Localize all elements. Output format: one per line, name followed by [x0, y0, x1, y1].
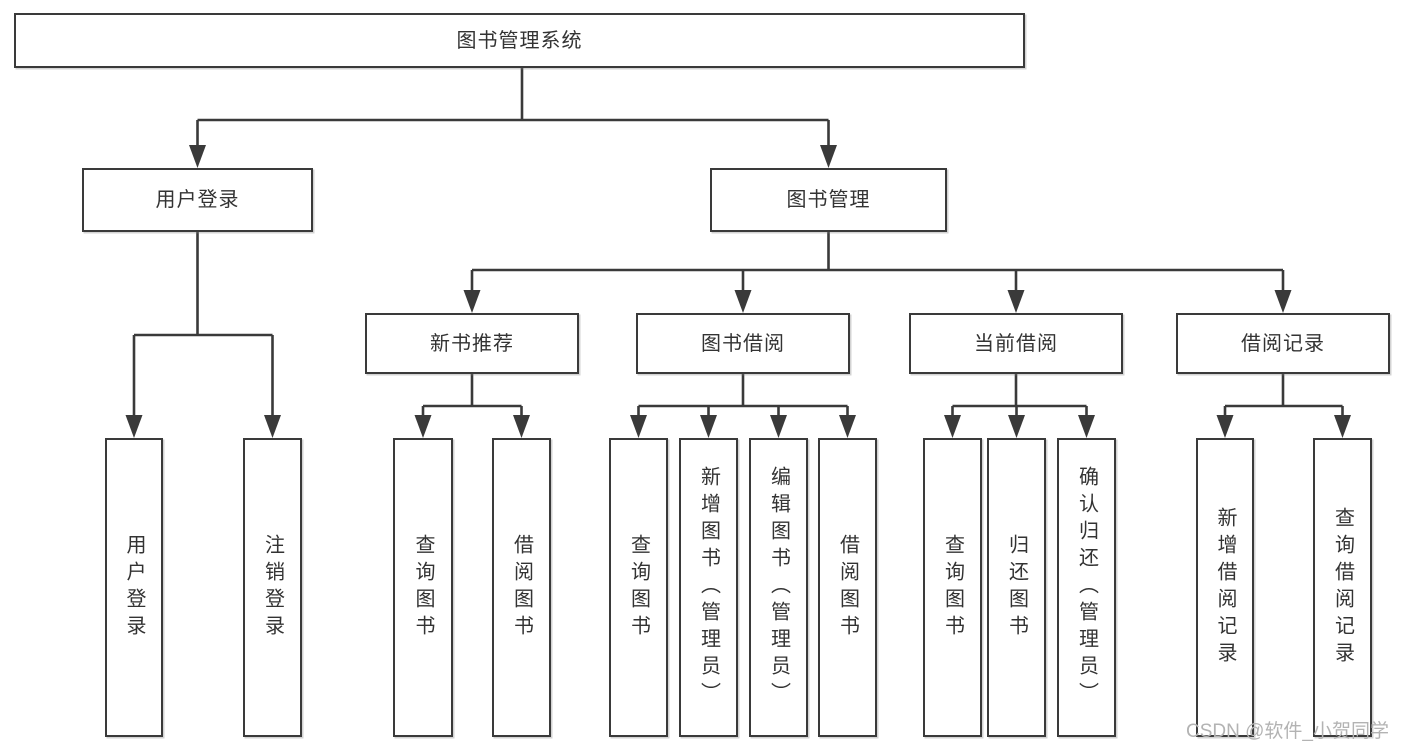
leaf-borrow-add-books-admin: 新增图书（管理员）	[679, 438, 738, 737]
node-new-book-recommend-label: 新书推荐	[430, 332, 514, 355]
node-system-root: 图书管理系统	[14, 13, 1025, 68]
leaf-current-return-books-label: 归还图书	[1005, 533, 1028, 642]
node-current-borrow-label: 当前借阅	[974, 332, 1058, 355]
leaf-records-query-record-label: 查询借阅记录	[1331, 506, 1354, 669]
node-user-login-label: 用户登录	[155, 189, 240, 211]
node-system-root-label: 图书管理系统	[456, 29, 583, 52]
leaf-borrow-edit-books-admin-label: 编辑图书（管理员）	[767, 466, 790, 709]
leaf-records-query-record: 查询借阅记录	[1313, 438, 1372, 737]
arrowhead-icon	[1008, 415, 1025, 438]
leaf-borrow-add-books-admin-label: 新增图书（管理员）	[697, 466, 720, 709]
leaf-logout-label: 注销登录	[261, 533, 284, 642]
arrowhead-icon	[944, 415, 961, 438]
arrowhead-icon	[189, 145, 206, 168]
leaf-records-add-record: 新增借阅记录	[1196, 438, 1254, 737]
connector-login-to-leaves	[132, 232, 274, 416]
arrowhead-icon	[1007, 290, 1025, 313]
leaf-records-add-record-label: 新增借阅记录	[1214, 506, 1236, 669]
node-borrow-records: 借阅记录	[1176, 313, 1390, 374]
arrowhead-icon	[125, 415, 143, 438]
arrowhead-icon	[630, 415, 647, 438]
connector-root-to-level2	[196, 68, 830, 146]
leaf-user-login: 用户登录	[105, 438, 163, 737]
node-borrow-records-label: 借阅记录	[1241, 332, 1325, 355]
connector-borrow-to-leaves	[637, 374, 849, 416]
node-book-borrow-label: 图书借阅	[701, 332, 785, 355]
arrowhead-icon	[513, 415, 530, 438]
leaf-borrow-borrow-books-label: 借阅图书	[836, 533, 859, 642]
leaf-logout: 注销登录	[243, 438, 302, 737]
arrowhead-icon	[463, 290, 481, 313]
arrowhead-icon	[700, 415, 717, 438]
arrowhead-icon	[734, 290, 752, 313]
node-current-borrow: 当前借阅	[909, 313, 1123, 374]
node-user-login: 用户登录	[82, 168, 313, 232]
node-book-management-label: 图书管理	[786, 189, 871, 211]
leaf-current-query-books: 查询图书	[923, 438, 982, 737]
leaf-user-login-label: 用户登录	[123, 533, 145, 642]
leaf-recommend-query-books: 查询图书	[393, 438, 453, 737]
arrowheads	[125, 145, 1351, 438]
csdn-watermark: CSDN @软件_小贺同学	[1186, 721, 1389, 742]
arrowhead-icon	[1078, 415, 1095, 438]
leaf-current-query-books-label: 查询图书	[941, 533, 964, 642]
arrowhead-icon	[1274, 290, 1292, 313]
connector-current-to-leaves	[951, 374, 1088, 416]
leaf-borrow-query-books: 查询图书	[609, 438, 668, 737]
connector-mgmt-to-level3	[470, 232, 1285, 291]
arrowhead-icon	[1216, 415, 1234, 438]
leaf-current-confirm-return-admin: 确认归还（管理员）	[1057, 438, 1116, 737]
leaf-recommend-borrow-books: 借阅图书	[492, 438, 551, 737]
arrowhead-icon	[820, 145, 837, 168]
node-book-borrow: 图书借阅	[636, 313, 850, 374]
arrowhead-icon	[770, 415, 787, 438]
node-new-book-recommend: 新书推荐	[365, 313, 579, 374]
leaf-borrow-borrow-books: 借阅图书	[818, 438, 877, 737]
arrowhead-icon	[839, 415, 856, 438]
leaf-current-return-books: 归还图书	[987, 438, 1046, 737]
connector-records-to-leaves	[1223, 374, 1344, 416]
leaf-borrow-query-books-label: 查询图书	[627, 533, 650, 642]
leaf-recommend-query-books-label: 查询图书	[412, 533, 434, 642]
arrowhead-icon	[1334, 415, 1351, 438]
leaf-borrow-edit-books-admin: 编辑图书（管理员）	[749, 438, 808, 737]
connector-recommend-to-leaves	[421, 374, 523, 416]
arrowhead-icon	[414, 415, 432, 438]
leaf-recommend-borrow-books-label: 借阅图书	[510, 533, 533, 642]
leaf-current-confirm-return-admin-label: 确认归还（管理员）	[1075, 466, 1098, 709]
node-book-management: 图书管理	[710, 168, 947, 232]
arrowhead-icon	[264, 415, 281, 438]
